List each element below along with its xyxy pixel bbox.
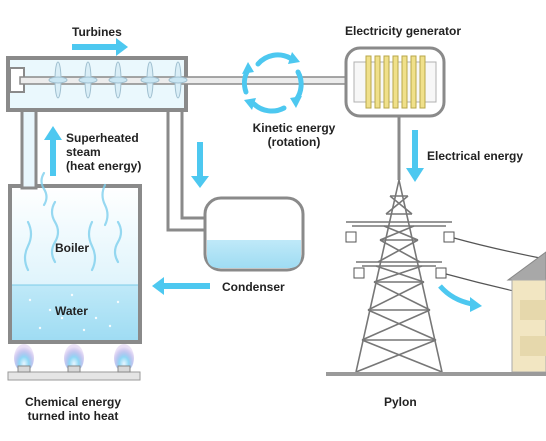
- label-superheated-line3: (heat energy): [66, 159, 142, 173]
- insulators: [345, 231, 455, 279]
- boiler-vessel: [8, 184, 142, 344]
- electricity-generator: [344, 46, 446, 118]
- boiler-water: [12, 285, 138, 340]
- exhaust-pipe: [166, 110, 205, 232]
- rotation-arrowheads: [242, 52, 302, 110]
- label-electrical-energy: Electrical energy: [427, 149, 524, 163]
- burner-base: [7, 371, 141, 381]
- pylon-tower-icon: [346, 179, 452, 373]
- label-superheated-line2: steam: [66, 145, 101, 159]
- label-generator: Electricity generator: [345, 24, 462, 38]
- label-kinetic-energy: Kinetic energy (rotation): [236, 121, 352, 149]
- house-icon: [506, 251, 546, 373]
- label-boiler: Boiler: [55, 241, 90, 255]
- label-chemical-line1: Chemical energy: [24, 395, 122, 409]
- label-condenser: Condenser: [222, 280, 285, 294]
- label-kinetic-line2: (rotation): [267, 135, 321, 149]
- label-chemical-line2: turned into heat: [27, 409, 119, 423]
- label-turbines: Turbines: [72, 25, 122, 39]
- bubbles: [28, 293, 120, 332]
- label-pylon: Pylon: [384, 395, 417, 409]
- label-kinetic-line1: Kinetic energy: [252, 121, 336, 135]
- drive-shaft: [19, 76, 361, 85]
- flow-arrow-icon: [44, 38, 424, 295]
- label-water: Water: [55, 304, 88, 318]
- steam-riser-pipe: [20, 100, 38, 190]
- flame-icon: [14, 344, 134, 373]
- house-feed-arrow: [438, 284, 473, 307]
- condenser-tank: [203, 196, 305, 272]
- label-superheated-steam: Superheated steam (heat energy): [66, 131, 141, 173]
- turbine-blade-icon: [48, 61, 188, 99]
- label-chemical-energy: Chemical energy turned into heat: [8, 395, 138, 423]
- steam-wisps: [23, 171, 123, 272]
- label-superheated-line1: Superheated: [66, 131, 139, 145]
